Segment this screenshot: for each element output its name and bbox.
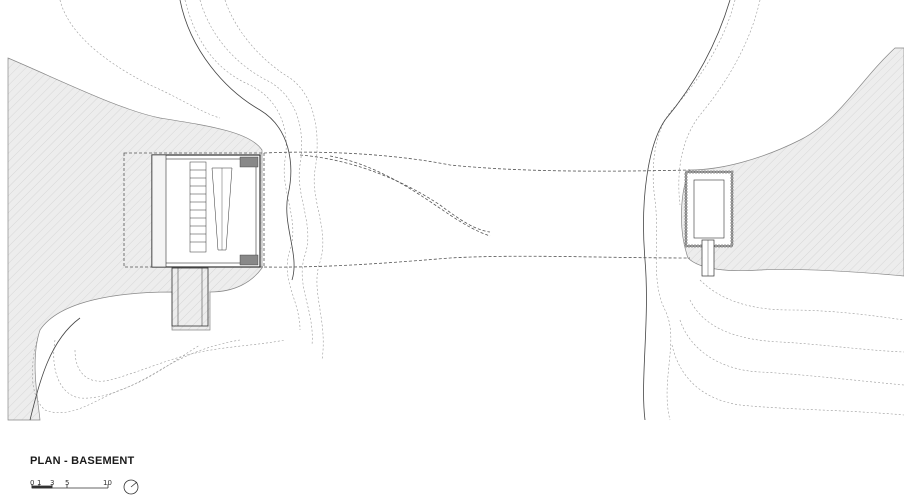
left-contours [32,0,324,414]
scale-bar [31,484,109,489]
north-arrow-icon [123,479,139,495]
scale-tick-3: 3 [50,479,55,487]
right-terrain [681,47,904,277]
cliff-edges [29,0,731,421]
bridge-overhead [123,151,691,268]
scale-tick-10: 10 [103,479,112,487]
left-building [151,154,261,327]
scale-tick-1: 1 [37,479,42,487]
left-terrain [7,57,263,421]
scale-tick-0: 0 [30,479,35,487]
drawing-title: PLAN - BASEMENT [30,455,135,467]
right-contours [652,0,904,421]
right-building [684,170,734,277]
scale-tick-5: 5 [65,479,70,487]
